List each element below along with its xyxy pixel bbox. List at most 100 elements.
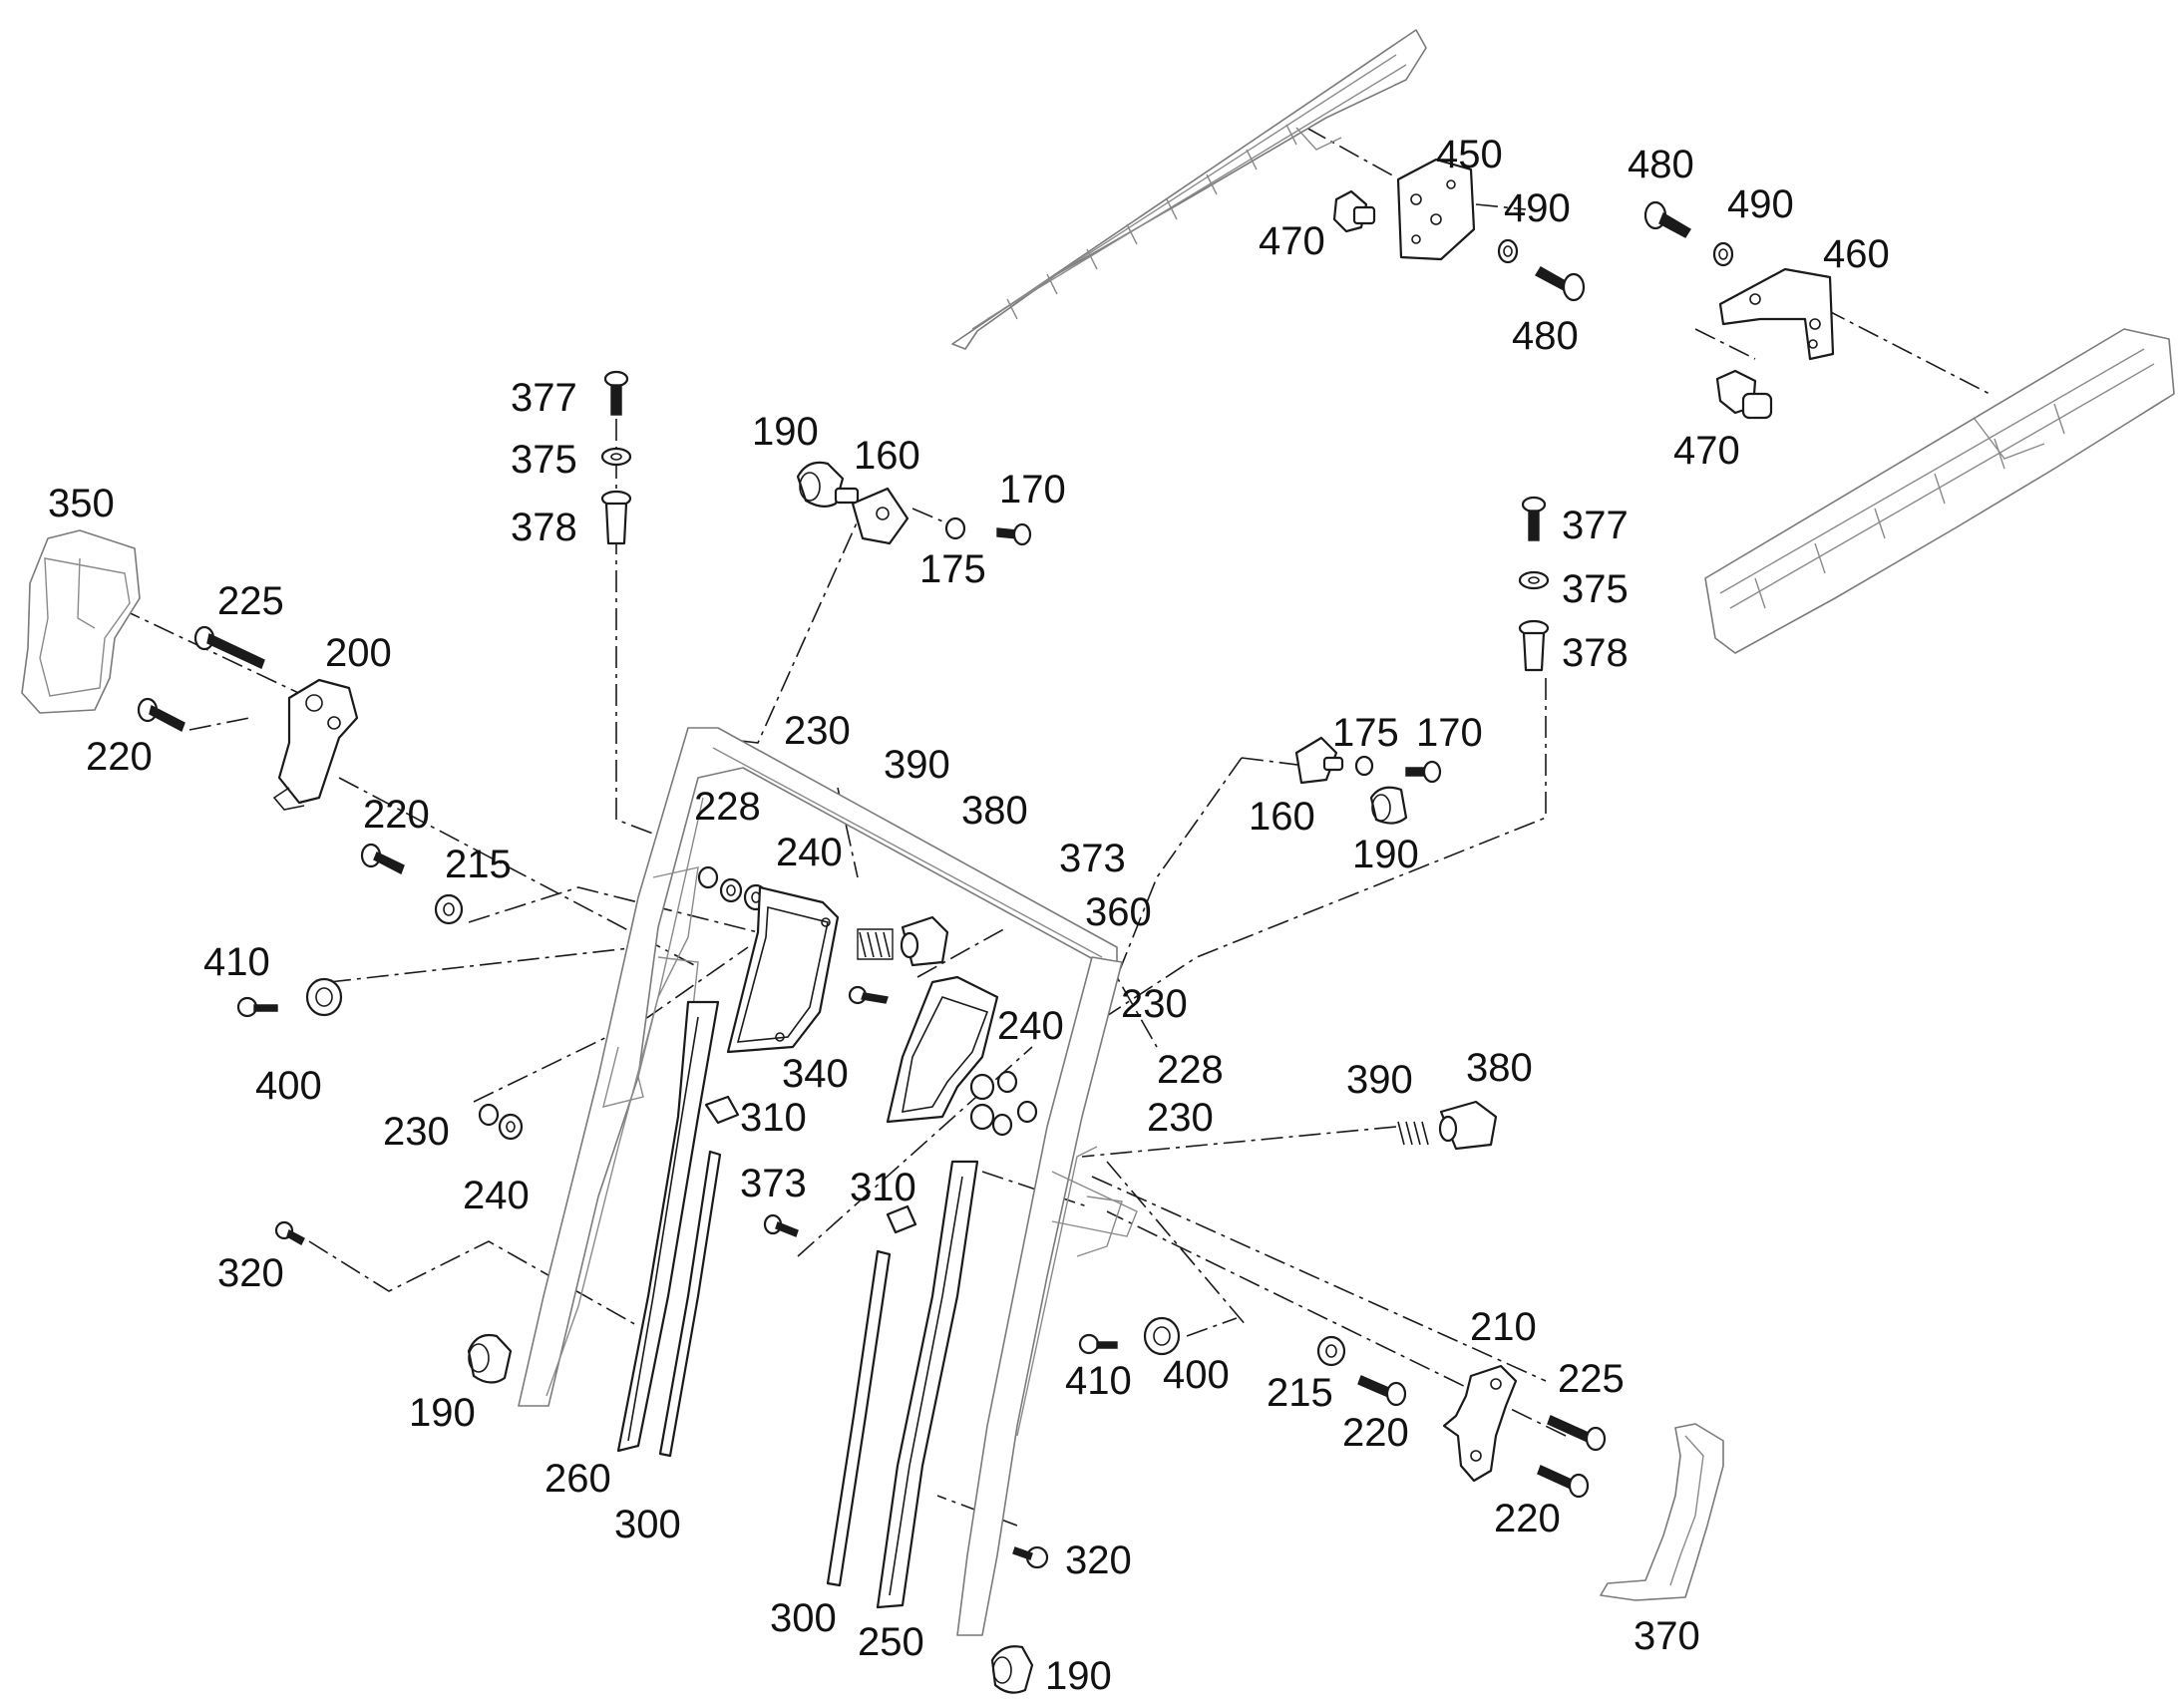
bracket-460	[1718, 267, 1835, 361]
seal-300-left	[658, 1150, 722, 1458]
cover-350	[21, 529, 141, 714]
callout-220-right-lower: 220	[1494, 1497, 1561, 1540]
screw-410-left	[236, 996, 278, 1018]
callout-380-left: 380	[961, 789, 1028, 833]
pin-380-right	[1438, 1100, 1498, 1151]
screw-410-right	[1078, 1333, 1118, 1355]
screw-225-left	[193, 625, 265, 669]
screw-170-left	[996, 522, 1032, 546]
bolt-480-right	[1643, 200, 1691, 238]
seal-300-right	[826, 1249, 892, 1587]
callout-200: 200	[325, 631, 392, 675]
right-door-frame	[956, 956, 1138, 1636]
callout-470-top-right: 470	[1673, 429, 1740, 473]
callout-230-top-center: 230	[784, 709, 851, 753]
screw-320-left	[274, 1220, 305, 1245]
pin-380-left	[900, 915, 949, 967]
washer-215-left	[434, 893, 464, 925]
callout-175-left: 175	[919, 547, 986, 591]
bumper-400-right	[1143, 1316, 1181, 1356]
washer-490-right	[1712, 241, 1734, 267]
grommet-378-left	[600, 490, 632, 545]
callout-190-bottom-right: 190	[1045, 1654, 1112, 1698]
callout-375-right: 375	[1562, 567, 1629, 611]
callout-378-left: 378	[511, 506, 577, 549]
washer-228-right	[996, 1070, 1018, 1094]
callout-375-left: 375	[511, 438, 577, 482]
callout-215-right: 215	[1267, 1371, 1333, 1415]
plate-360	[886, 975, 999, 1124]
callout-170-right: 170	[1416, 711, 1483, 755]
callout-240-left-lower: 240	[463, 1174, 530, 1217]
callout-380-right: 380	[1466, 1046, 1533, 1090]
callout-240-left: 240	[776, 831, 843, 874]
washer-215-right	[1316, 1335, 1346, 1367]
callout-310-right: 310	[850, 1166, 916, 1209]
callout-170-left: 170	[999, 468, 1066, 512]
stud-470-right	[1715, 369, 1773, 420]
pivot-160-left	[834, 487, 909, 545]
callout-377-right: 377	[1562, 504, 1629, 547]
screw-373-left	[848, 985, 889, 1005]
washer-175-left	[944, 516, 966, 540]
callout-377-left: 377	[511, 376, 577, 420]
callout-410-right: 410	[1065, 1359, 1132, 1403]
callout-310-left: 310	[740, 1096, 807, 1140]
callout-160-right: 160	[1249, 795, 1315, 839]
bumper-400-left	[305, 977, 343, 1017]
nut-240-left-lower	[498, 1113, 524, 1141]
callout-230-center-right: 230	[1121, 982, 1188, 1026]
roller-190-right-upper	[1369, 786, 1408, 825]
callout-450: 450	[1436, 133, 1503, 176]
callout-390-right: 390	[1346, 1058, 1413, 1102]
screw-373-right	[763, 1213, 799, 1237]
right-roof-rail	[1704, 328, 2175, 654]
callout-220-left-upper: 220	[86, 735, 153, 779]
callout-320-left: 320	[217, 1251, 284, 1295]
callout-390-left: 390	[884, 743, 950, 787]
callout-360: 360	[1085, 890, 1152, 934]
hinge-210	[1442, 1364, 1518, 1483]
callout-225-left: 225	[217, 579, 284, 623]
roller-190-bottom-right	[990, 1645, 1034, 1694]
callout-400-left: 400	[255, 1064, 322, 1108]
callout-230-right-lower: 230	[1147, 1096, 1214, 1140]
callout-490-left: 490	[1504, 186, 1571, 230]
callout-210: 210	[1470, 1305, 1537, 1349]
screw-225-right	[1547, 1415, 1607, 1452]
washer-490-left	[1497, 238, 1519, 264]
callout-260: 260	[545, 1457, 611, 1501]
callout-490-right: 490	[1727, 182, 1794, 226]
callout-215-left: 215	[445, 843, 512, 886]
hinge-200	[272, 678, 359, 811]
screw-220-right-upper	[1357, 1375, 1407, 1407]
left-door-frame	[518, 727, 1118, 1407]
callout-220-right-upper: 220	[1342, 1411, 1409, 1455]
grommet-378-right	[1518, 619, 1550, 672]
washer-230-right	[991, 1100, 1038, 1137]
callout-190-right-upper: 190	[1352, 833, 1419, 876]
bracket-450	[1396, 158, 1476, 261]
callout-378-right: 378	[1562, 631, 1629, 675]
callout-190-bottom-left: 190	[409, 1391, 476, 1435]
washer-375-right	[1518, 570, 1550, 590]
guide-rail-250	[876, 1160, 979, 1609]
washer-375-left	[600, 447, 632, 467]
callout-340: 340	[782, 1052, 849, 1096]
left-roof-rail	[951, 29, 1427, 350]
callout-480-right: 480	[1628, 143, 1694, 186]
callout-228-right: 228	[1157, 1048, 1224, 1092]
stud-470-left	[1332, 189, 1376, 233]
clip-310-right	[886, 1204, 917, 1234]
bolt-480-left	[1535, 266, 1586, 302]
pivot-160-right	[1294, 736, 1344, 785]
callout-460: 460	[1823, 232, 1890, 276]
callout-labels: 450 470 490 480 480 490 460 470 377 375 …	[48, 133, 1890, 1698]
screw-220-left-lower	[360, 843, 405, 874]
callout-300-right: 300	[770, 1596, 837, 1640]
callout-480-left: 480	[1512, 314, 1579, 358]
callout-320-right: 320	[1065, 1538, 1132, 1582]
callout-230-left-lower: 230	[383, 1110, 450, 1154]
callout-470-top-left: 470	[1259, 219, 1325, 263]
washer-230-left	[719, 877, 743, 903]
